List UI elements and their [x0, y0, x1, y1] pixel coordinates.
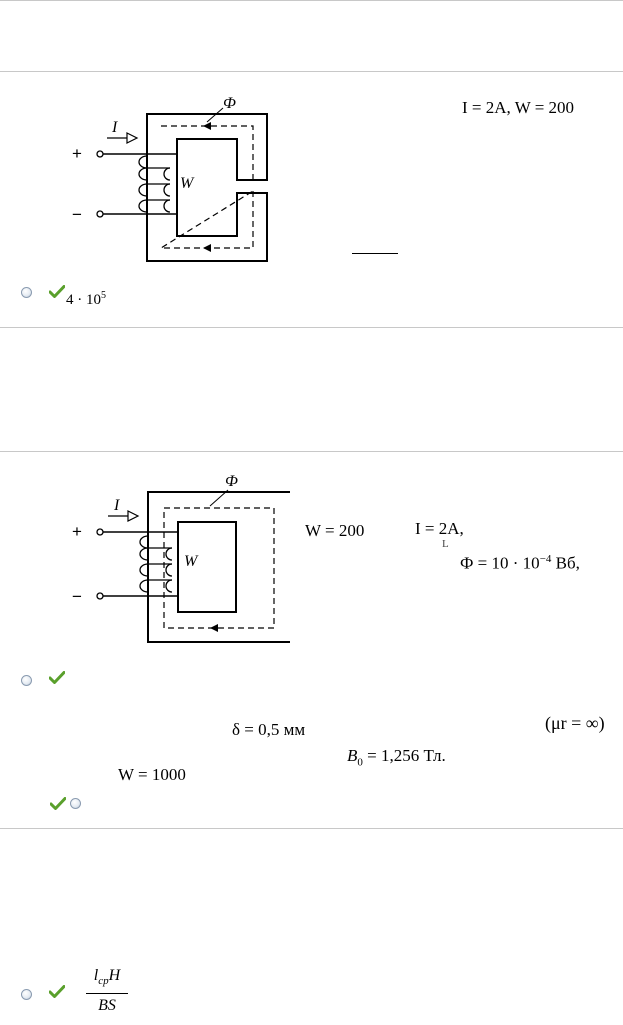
plus-sign: + — [72, 522, 82, 541]
flux-label: Ф — [225, 473, 238, 490]
q3-turns: W = 1000 — [118, 765, 186, 784]
q3-permeability: (μr = ∞) — [545, 713, 605, 733]
q2-current: I = 2A, — [415, 519, 464, 538]
divider — [0, 0, 623, 1]
turns-label: W — [180, 175, 195, 192]
current-label: I — [111, 119, 118, 136]
answer-radio[interactable] — [21, 287, 32, 298]
divider — [0, 451, 623, 452]
stray-char: L — [442, 538, 449, 550]
turns-label: W — [184, 553, 199, 570]
check-icon — [50, 797, 66, 810]
magnetic-core-diagram-gap: Ф I W + − — [72, 95, 268, 262]
check-icon — [49, 985, 65, 998]
divider — [0, 71, 623, 72]
answer-radio[interactable] — [70, 798, 81, 809]
flux-label: Ф — [223, 95, 236, 112]
answer-radio[interactable] — [21, 989, 32, 1000]
q4-formula: lcpH BS — [82, 966, 132, 1016]
current-label: I — [113, 497, 120, 514]
divider — [0, 828, 623, 829]
q1-answer: 4 · 105 — [66, 290, 106, 308]
q2-flux: Ф = 10 · 10−4 Вб, — [460, 553, 580, 573]
answer-radio[interactable] — [21, 675, 32, 686]
minus-sign: − — [72, 205, 82, 224]
q1-given-values: I = 2A, W = 200 — [462, 98, 575, 117]
check-icon — [49, 285, 65, 298]
q3-induction: B0 = 1,256 Тл. — [347, 746, 446, 769]
q2-turns: W = 200 — [305, 521, 365, 540]
magnetic-core-diagram-closed: Ф I W + − — [72, 473, 290, 643]
answer-blank — [352, 253, 398, 254]
divider — [0, 327, 623, 328]
plus-sign: + — [72, 144, 82, 163]
q3-air-gap: δ = 0,5 мм — [232, 720, 306, 739]
minus-sign: − — [72, 587, 82, 606]
check-icon — [49, 671, 65, 684]
